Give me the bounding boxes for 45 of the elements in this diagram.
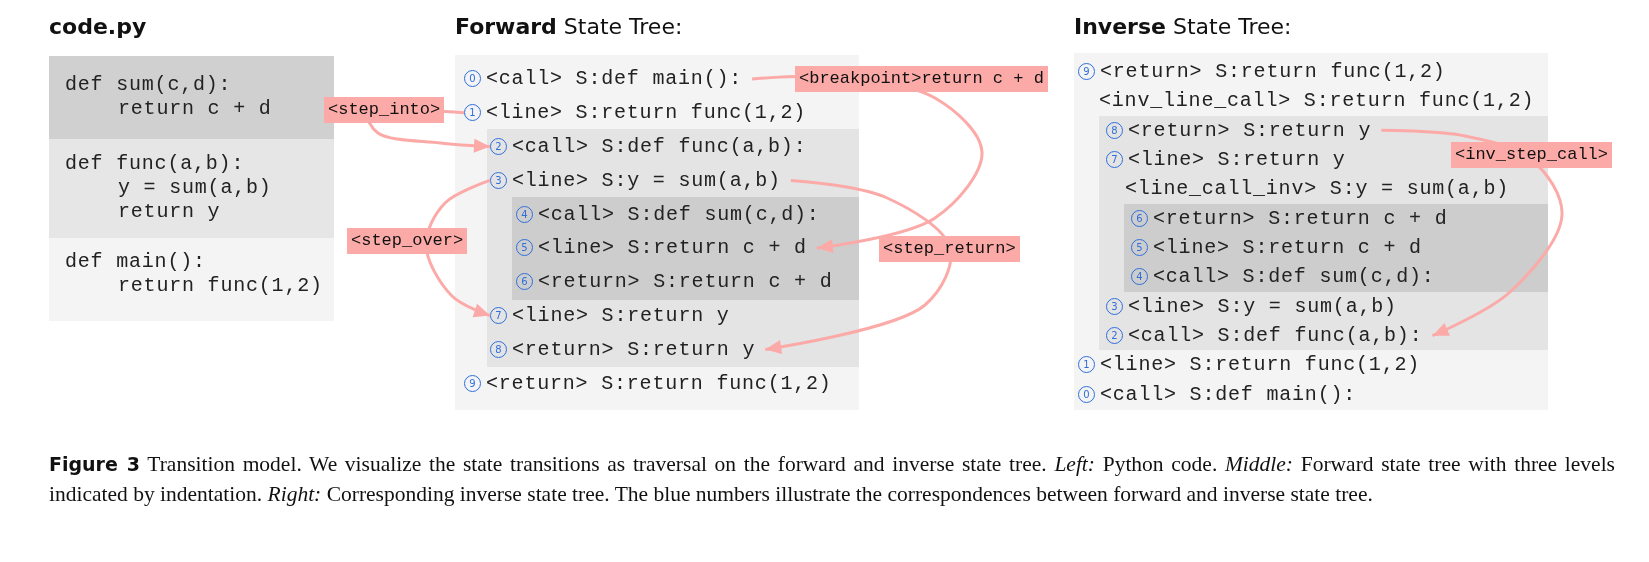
code-line: return y — [118, 200, 221, 224]
nesting-band — [1124, 204, 1548, 292]
panel-title: code.py — [49, 14, 147, 39]
code-line: def func(a,b): — [65, 152, 245, 176]
edge-label: <inv_step_call> — [1451, 142, 1613, 168]
edge-label: <step_into> — [324, 97, 445, 123]
state-label: <return> S:return c + d — [538, 270, 833, 294]
panel-title: Inverse State Tree: — [1074, 14, 1292, 39]
state-label: <return> S:return func(1,2) — [1100, 60, 1446, 83]
state-label: <call> S:def main(): — [486, 67, 743, 91]
state-label: <line> S:return c + d — [538, 236, 807, 260]
code-line: return func(1,2) — [118, 274, 323, 298]
edge-label: <breakpoint>return c + d — [795, 66, 1048, 92]
state-label: <return> S:return func(1,2) — [486, 371, 832, 395]
edge-label: <step_over> — [347, 228, 468, 254]
state-label: <call> S:def sum(c,d): — [1153, 265, 1435, 289]
edge-label: <step_return> — [879, 236, 1020, 262]
code-line: def main(): — [65, 250, 206, 274]
state-label: <line_call_inv> S:y = sum(a,b) — [1125, 177, 1510, 201]
code-block — [49, 238, 334, 321]
figure-caption: Figure 3 Transition model. We visualize the state transitions as traversal on the forward and inverse state tree. Left: Python code. Middle: Forward state tree with three levels indicated by indentation. Right: Corresponding inverse state tree. The blue numbers illustrate the correspondences between forward and inverse state tree. — [49, 451, 1615, 508]
state-label: <call> S:def sum(c,d): — [538, 202, 820, 226]
state-label: <call> S:def func(a,b): — [512, 135, 807, 159]
code-block — [49, 139, 334, 238]
code-line: y = sum(a,b) — [118, 176, 272, 200]
state-label: <line> S:return func(1,2) — [486, 101, 807, 125]
state-label: <call> S:def func(a,b): — [1128, 324, 1423, 348]
arrow — [765, 178, 953, 354]
state-label: <line> S:return y — [512, 304, 730, 328]
state-label: <return> S:return y — [512, 337, 756, 361]
state-label: <return> S:return c + d — [1153, 206, 1448, 230]
state-label: <line> S:return y — [1128, 148, 1346, 172]
state-label: <line> S:return c + d — [1153, 236, 1422, 260]
nesting-band — [487, 129, 859, 367]
state-label: <call> S:def main(): — [1100, 382, 1357, 406]
panel-title: Forward State Tree: — [455, 14, 683, 39]
state-label: <line> S:return func(1,2) — [1100, 353, 1421, 377]
code-line: def sum(c,d): — [65, 73, 232, 97]
state-label: <line> S:y = sum(a,b) — [512, 168, 781, 192]
code-line: return c + d — [118, 97, 272, 121]
state-label: <return> S:return y — [1128, 118, 1372, 142]
state-label: <inv_line_call> S:return func(1,2) — [1099, 89, 1535, 113]
arrow — [424, 179, 491, 318]
state-label: <line> S:y = sum(a,b) — [1128, 294, 1397, 318]
nesting-band — [512, 197, 859, 300]
